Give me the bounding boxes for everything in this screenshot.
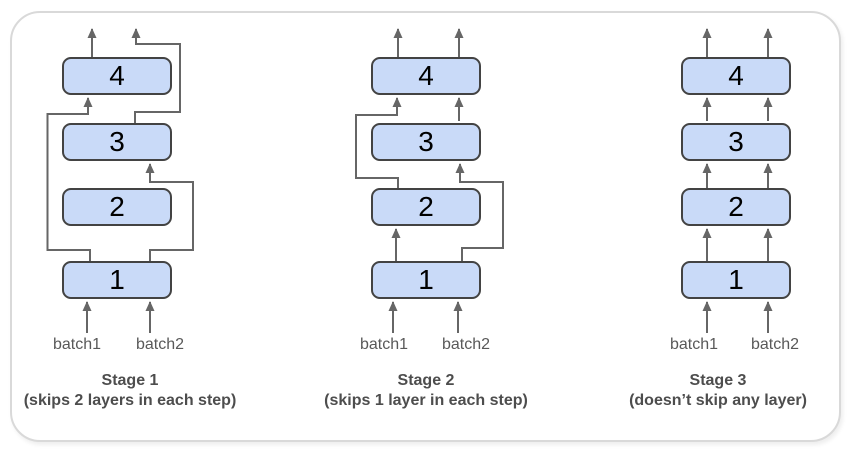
stage1-batch1-skip-layers-2-3-path bbox=[46, 97, 93, 261]
stage1-batch2-label: batch2 bbox=[135, 336, 185, 353]
stage2-caption: Stage 2 (skips 1 layer in each step) bbox=[296, 371, 556, 411]
stage3-layer1-box: 1 bbox=[681, 261, 791, 299]
stage2-batch1-label: batch1 bbox=[359, 336, 409, 353]
stage2-layer4-box: 4 bbox=[371, 57, 481, 95]
stage1-caption-subtitle: (skips 2 layers in each step) bbox=[23, 392, 237, 409]
stage1-caption: Stage 1 (skips 2 layers in each step) bbox=[0, 371, 260, 411]
stage2-batch2-skip-layer2-path bbox=[455, 163, 504, 261]
stage1-layer1-box: 1 bbox=[62, 261, 172, 299]
stage2-layer2-box: 2 bbox=[371, 188, 481, 226]
stage3-caption-subtitle: (doesn’t skip any layer) bbox=[629, 392, 807, 409]
stage2-caption-subtitle: (skips 1 layer in each step) bbox=[324, 392, 528, 409]
stage2-batch1-skip-layer3-path bbox=[355, 97, 402, 188]
stage1-arrows bbox=[46, 28, 194, 333]
stage3-caption-title: Stage 3 bbox=[689, 372, 747, 389]
stage2-arrows bbox=[355, 28, 504, 333]
stage3-batch2-label: batch2 bbox=[750, 336, 800, 353]
stage1-layer4-box: 4 bbox=[62, 57, 172, 95]
stage1-batch1-label: batch1 bbox=[52, 336, 102, 353]
stage2-layer1-box: 1 bbox=[371, 261, 481, 299]
stage2-layer3-box: 3 bbox=[371, 123, 481, 161]
stage2-batch2-label: batch2 bbox=[441, 336, 491, 353]
stage1-batch2-skip-layer4-path bbox=[131, 28, 181, 123]
stage1-layer2-box: 2 bbox=[62, 188, 172, 226]
stage1-layer3-box: 3 bbox=[62, 123, 172, 161]
stage1-batch2-skip-layer2-path bbox=[145, 163, 194, 261]
stage1-caption-title: Stage 1 bbox=[101, 372, 159, 389]
stage3-batch1-label: batch1 bbox=[669, 336, 719, 353]
stage3-arrows bbox=[702, 28, 773, 333]
stage3-layer2-box: 2 bbox=[681, 188, 791, 226]
stage3-layer3-box: 3 bbox=[681, 123, 791, 161]
stage2-caption-title: Stage 2 bbox=[397, 372, 455, 389]
stage3-layer4-box: 4 bbox=[681, 57, 791, 95]
stage3-caption: Stage 3 (doesn’t skip any layer) bbox=[588, 371, 848, 411]
